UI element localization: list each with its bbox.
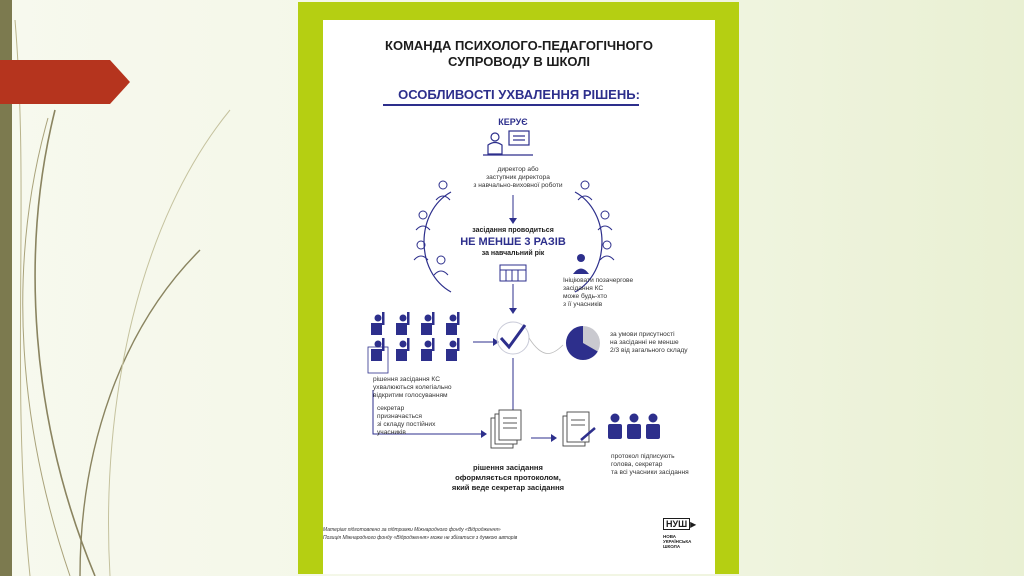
pie-quorum-slice [566, 326, 598, 360]
extra-meeting-line4: з її учасників [563, 301, 603, 308]
extra-meeting-line2: засідання КС [563, 285, 604, 292]
leader-line2: заступник директора [486, 174, 550, 181]
meeting-line3: за навчальний рік [481, 250, 545, 257]
signed-document-icon [562, 411, 596, 447]
secretary-connector [372, 390, 483, 435]
director-icon [483, 130, 533, 156]
meeting-line1: засідання проводиться [472, 227, 554, 234]
flow-diagram [367, 130, 660, 449]
extra-meeting-label: Ініціювати позачергове засідання КС може… [563, 277, 663, 309]
poster-title-line2: СУПРОВОДУ В ШКОЛІ [448, 54, 590, 69]
logo-mark: НУШ [663, 518, 691, 530]
quorum-pie-chart [566, 326, 600, 360]
title-arrow-tab [0, 60, 130, 104]
voting-participants-grid [371, 312, 460, 361]
voter-icon [446, 312, 460, 335]
voter-icon [371, 338, 385, 361]
poster-title-line1: КОМАНДА ПСИХОЛОГО-ПЕДАГОГІЧНОГО [385, 38, 653, 53]
logo-line2: УКРАЇНСЬКА [663, 539, 692, 544]
left-sidebar-bar [0, 0, 12, 576]
footer-note: Матеріал підготовлено за підтримки Міжна… [323, 526, 623, 542]
secretary-line2: призначається [377, 413, 422, 420]
logo-line1: НОВА [663, 534, 677, 539]
poster-title: КОМАНДА ПСИХОЛОГО-ПЕДАГОГІЧНОГО СУПРОВОД… [323, 38, 715, 70]
protocol-label: рішення засідання оформляється протоколо… [423, 463, 593, 493]
signing-line3: та всі учасники засідання [611, 469, 689, 476]
protocol-line1: рішення засідання [473, 463, 543, 472]
meeting-line2: НЕ МЕНШЕ 3 РАЗІВ [460, 236, 566, 248]
participant-icons-right [577, 180, 615, 261]
checkmark-icon [499, 324, 527, 350]
extra-meeting-line1: Ініціювати позачергове [563, 277, 634, 284]
protocol-line3: який веде секретар засідання [451, 483, 565, 492]
quorum-line2: на засіданні не менше [610, 339, 679, 346]
subtitle-underline [383, 104, 639, 106]
voting-line2: ухвалюються колегіально [373, 384, 452, 391]
poster-subtitle: ОСОБЛИВОСТІ УХВАЛЕННЯ РІШЕНЬ: [398, 87, 640, 102]
documents-icon [490, 409, 522, 449]
round-table-right-arc [574, 191, 603, 293]
signing-label: протокол підписують голова, секретар та … [611, 453, 711, 477]
participant-icons-left [413, 180, 451, 276]
nush-logo: НУШ▶ НОВА УКРАЇНСЬКА ШКОЛА [663, 514, 703, 549]
quorum-label: за умови присутності на засіданні не мен… [610, 331, 710, 355]
leader-line3: з навчально-виховної роботи [473, 182, 563, 189]
quorum-line1: за умови присутності [610, 331, 675, 338]
logo-text: НОВА УКРАЇНСЬКА ШКОЛА [663, 534, 703, 549]
voter-icon [421, 312, 435, 335]
logo-arrow-icon: ▶ [690, 520, 697, 529]
extra-meeting-line3: може будь-хто [563, 293, 608, 300]
voting-line1: рішення засідання КС [373, 376, 440, 383]
secretary-line1: секретар [377, 405, 405, 412]
calendar-icon [499, 264, 527, 282]
voter-icon [396, 312, 410, 335]
decorative-curves [14, 19, 231, 576]
voter-highlight-outline [367, 346, 389, 374]
logo-line3: ШКОЛА [663, 544, 681, 549]
leader-heading: КЕРУЄ [498, 117, 528, 127]
leader-line1: директор або [497, 166, 539, 173]
voter-icon [396, 338, 410, 361]
quorum-line3: 2/3 від загального складу [610, 347, 688, 354]
footer-line2: Позиція Міжнародного фонду «Відродження»… [323, 535, 518, 541]
voter-icon [446, 338, 460, 361]
secretary-line3: зі складу постійних [377, 421, 436, 428]
secretary-line4: учасників [377, 429, 406, 436]
initiator-icon [573, 254, 589, 274]
footer-line1: Матеріал підготовлено за підтримки Міжна… [323, 527, 501, 533]
secretary-label: секретар призначається зі складу постійн… [377, 405, 477, 437]
leader-label: директор або заступник директора з навча… [463, 166, 573, 190]
signers-icons [608, 413, 660, 439]
signing-line2: голова, секретар [611, 461, 663, 468]
voter-icon [371, 312, 385, 335]
voting-label: рішення засідання КС ухвалюються колегіа… [373, 376, 483, 400]
signing-line1: протокол підписують [611, 453, 675, 460]
infographic-poster: КОМАНДА ПСИХОЛОГО-ПЕДАГОГІЧНОГО СУПРОВОД… [323, 20, 715, 574]
voting-line3: відкритим голосуванням [373, 392, 448, 399]
protocol-line2: оформляється протоколом, [455, 473, 561, 482]
voter-icon [421, 338, 435, 361]
